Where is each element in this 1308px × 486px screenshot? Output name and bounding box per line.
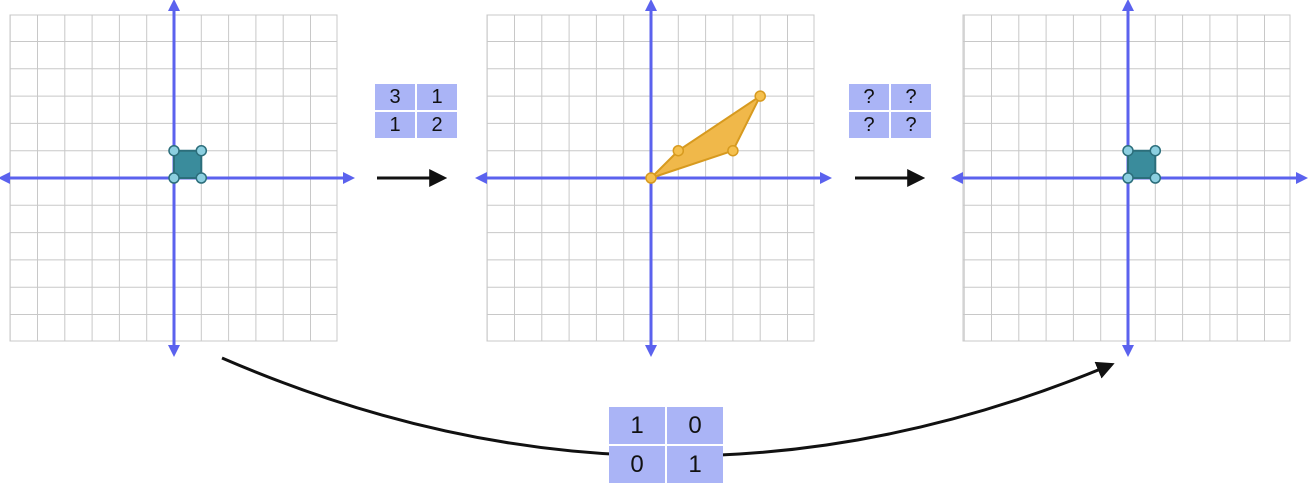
vertex-point [1149,144,1162,157]
matrix-cell: ? [849,112,889,138]
matrix-cell: 2 [417,112,457,138]
unit-square [173,149,203,179]
grid-panel-restored [951,0,1308,357]
grid-panel-original [0,0,355,357]
matrix-cell: 0 [609,446,665,483]
vertex-point [727,144,739,157]
grid-panel-transformed [475,0,832,357]
vertex-point [672,144,685,157]
vertex-point [1122,172,1134,184]
vertex-point [168,172,180,184]
vertex-point [754,90,766,102]
vertex-point [195,144,208,157]
matrix-cell: 0 [667,407,723,444]
matrix-cell: ? [849,84,889,110]
matrix-cell: 3 [375,84,415,110]
matrix-cell: 1 [417,84,457,110]
vertex-point [195,172,208,184]
vertex-point [1122,144,1134,157]
unit-square [1127,149,1157,179]
vertex-point [1149,172,1162,184]
matrix-cell: 1 [375,112,415,138]
transform-matrix: 3 1 1 2 [375,84,457,138]
matrix-cell: 1 [667,446,723,483]
identity-matrix: 1 0 0 1 [609,407,723,483]
vertex-point [645,172,657,184]
matrix-cell: ? [891,84,931,110]
matrix-cell: ? [891,112,931,138]
matrix-cell: 1 [609,407,665,444]
vertex-point [168,144,180,157]
inverse-matrix: ? ? ? ? [849,84,931,138]
